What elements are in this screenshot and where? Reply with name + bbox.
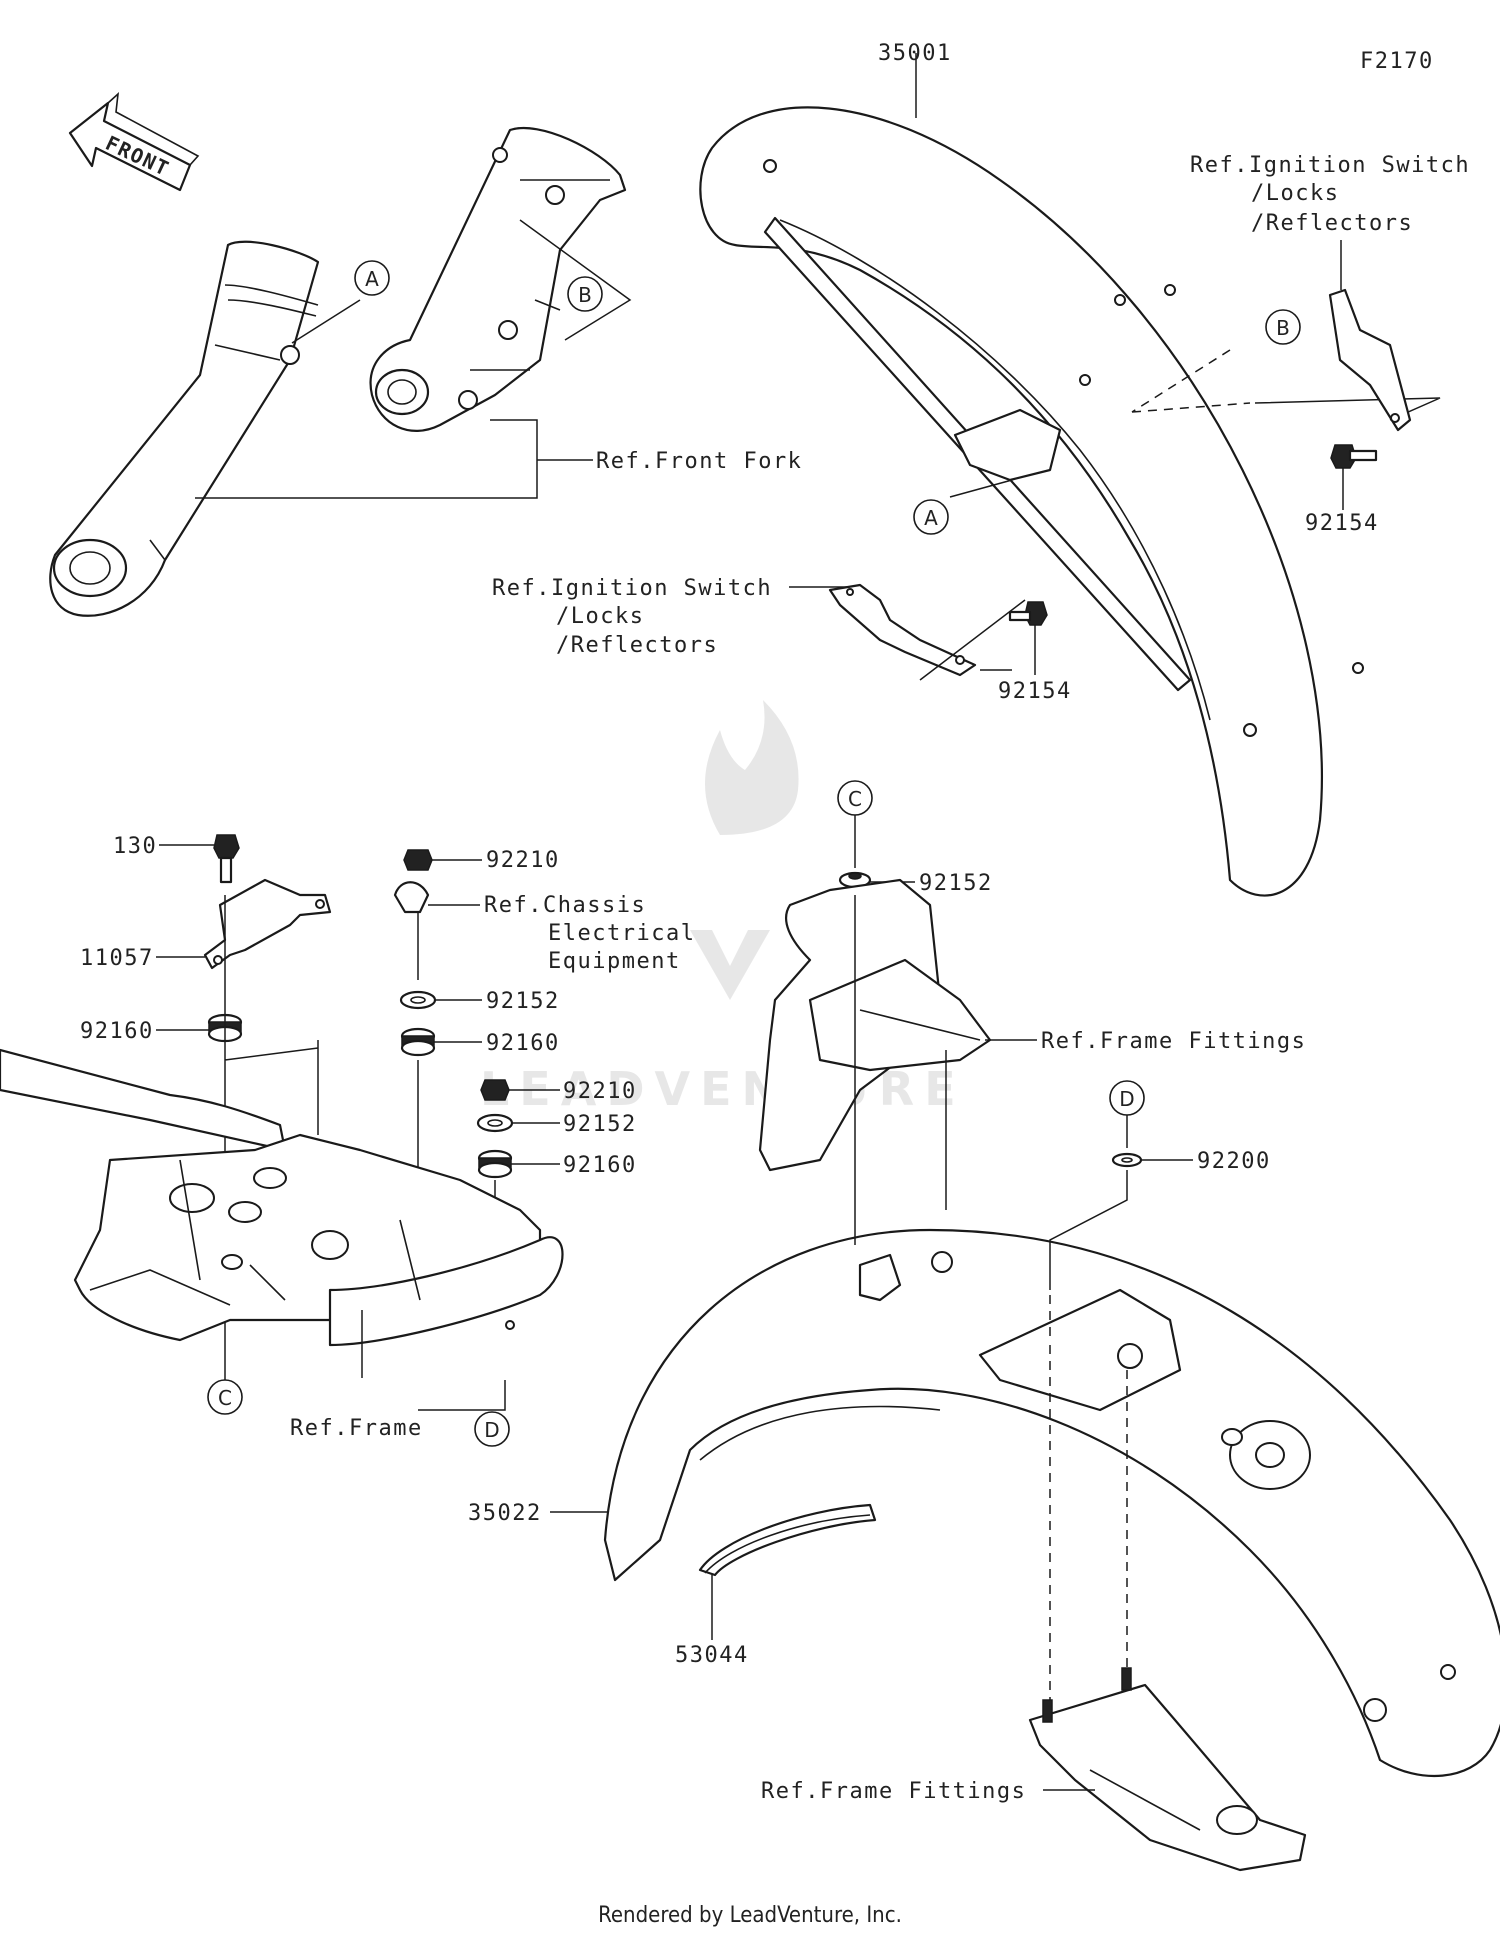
svg-text:C: C (218, 1386, 232, 1410)
ignition-bracket-right (1328, 288, 1412, 432)
front-direction-arrow-icon: FRONT (68, 91, 200, 192)
ref-frame-fittings-top-label: Ref.Frame Fittings (1041, 1029, 1306, 1054)
bolt-92154-right-icon (1330, 444, 1378, 469)
ref-ignition-right-line2: /Locks (1251, 181, 1339, 206)
rear-fender-liner (698, 1503, 877, 1577)
frame-fitting-lower (1028, 1667, 1307, 1872)
svg-text:D: D (484, 1418, 499, 1442)
ref-chassis-electrical-line3: Equipment (548, 949, 681, 974)
ref-frame-label: Ref.Frame (290, 1416, 423, 1441)
svg-text:B: B (1276, 316, 1290, 340)
fender-b-right-leader (1254, 397, 1441, 421)
callout-b-fender: B (1265, 309, 1301, 345)
collar-92152-bottom-icon (476, 1113, 514, 1133)
callout-d-left: D (474, 1411, 510, 1447)
front-fork-right-tube (369, 127, 627, 432)
frame-section (0, 1048, 564, 1347)
bracket-11057-part-number: 11057 (80, 946, 154, 971)
ref-chassis-electrical-line2: Electrical (548, 921, 695, 946)
rear-fender-liner-part-number: 53044 (675, 1643, 749, 1668)
bolt-92154-left-part-number: 92154 (998, 679, 1072, 704)
nut-92210-bottom-part-number: 92210 (563, 1079, 637, 1104)
callout-a-fender-leader (949, 479, 1013, 498)
callout-d-right: D (1109, 1080, 1145, 1116)
grommet-92160-bottom-icon (477, 1149, 513, 1179)
ref-frame-fittings-bottom-label: Ref.Frame Fittings (761, 1779, 1026, 1804)
nut-92210-bottom-icon (480, 1079, 510, 1101)
ref-ignition-left-line1: Ref.Ignition Switch (492, 576, 772, 601)
rear-fender (603, 1228, 1500, 1778)
nut-92210-top-part-number: 92210 (486, 848, 560, 873)
svg-text:D: D (1119, 1087, 1134, 1111)
bolt-130-part-number: 130 (113, 834, 157, 859)
ref-ignition-left-line3: /Reflectors (556, 633, 718, 658)
bolt-92154-right-part-number: 92154 (1305, 511, 1379, 536)
callout-a-leader-fork (291, 299, 361, 344)
collar-92152-top-icon (399, 990, 437, 1010)
svg-text:B: B (578, 283, 592, 307)
front-fender (699, 106, 1364, 897)
svg-text:A: A (365, 267, 379, 291)
bolt-130-icon (213, 834, 240, 884)
fender-b-dashed-leader (1131, 349, 1231, 413)
rear-fender-part-number: 35022 (468, 1501, 542, 1526)
diagram-code: F2170 (1360, 49, 1434, 74)
washer-92200-part-number: 92200 (1197, 1149, 1271, 1174)
front-fork-left-tube (49, 240, 320, 617)
frame-fitting-upper (758, 878, 992, 1172)
washer-92200-icon (1111, 1152, 1143, 1168)
front-fender-part-number: 35001 (878, 41, 952, 66)
ref-ignition-left-line2: /Locks (556, 604, 644, 629)
callout-c-left: C (207, 1379, 243, 1415)
svg-text:A: A (924, 506, 938, 530)
grommet-92160-mid-icon (400, 1027, 436, 1057)
electrical-connector-icon (393, 881, 430, 914)
ignition-bracket-left (828, 583, 977, 677)
watermark-text: LEADVENTURE (480, 1062, 966, 1116)
bracket-11057 (203, 878, 332, 970)
left-bracket-b-leader (919, 599, 1026, 681)
rear-mount-dashed-leaders (1049, 1345, 1128, 1700)
ref-front-fork-label: Ref.Front Fork (596, 449, 802, 474)
collar-92152-bottom-part-number: 92152 (563, 1112, 637, 1137)
collar-92152-c-part-number: 92152 (919, 871, 993, 896)
callout-c-right: C (837, 780, 873, 816)
callout-a-fender: A (913, 499, 949, 535)
svg-text:C: C (848, 787, 862, 811)
ref-ignition-right-line1: Ref.Ignition Switch (1190, 153, 1470, 178)
footer-credit: Rendered by LeadVenture, Inc. (598, 1903, 902, 1928)
grommet-92160-bottom-part-number: 92160 (563, 1153, 637, 1178)
ref-chassis-electrical-line1: Ref.Chassis (484, 893, 646, 918)
grommet-92160-mid-part-number: 92160 (486, 1031, 560, 1056)
nut-92210-top-icon (403, 849, 433, 871)
ref-ignition-right-line3: /Reflectors (1251, 211, 1413, 236)
front-fork-ref-leader (195, 419, 593, 499)
callout-a-fork: A (354, 260, 390, 296)
grommet-92160-left-part-number: 92160 (80, 1019, 154, 1044)
collar-92152-top-part-number: 92152 (486, 989, 560, 1014)
bolt-92154-left-icon (1008, 601, 1048, 626)
callout-b-leader-fork (519, 219, 632, 341)
collar-92152-c-icon (838, 871, 872, 889)
callout-b-fork: B (567, 276, 603, 312)
